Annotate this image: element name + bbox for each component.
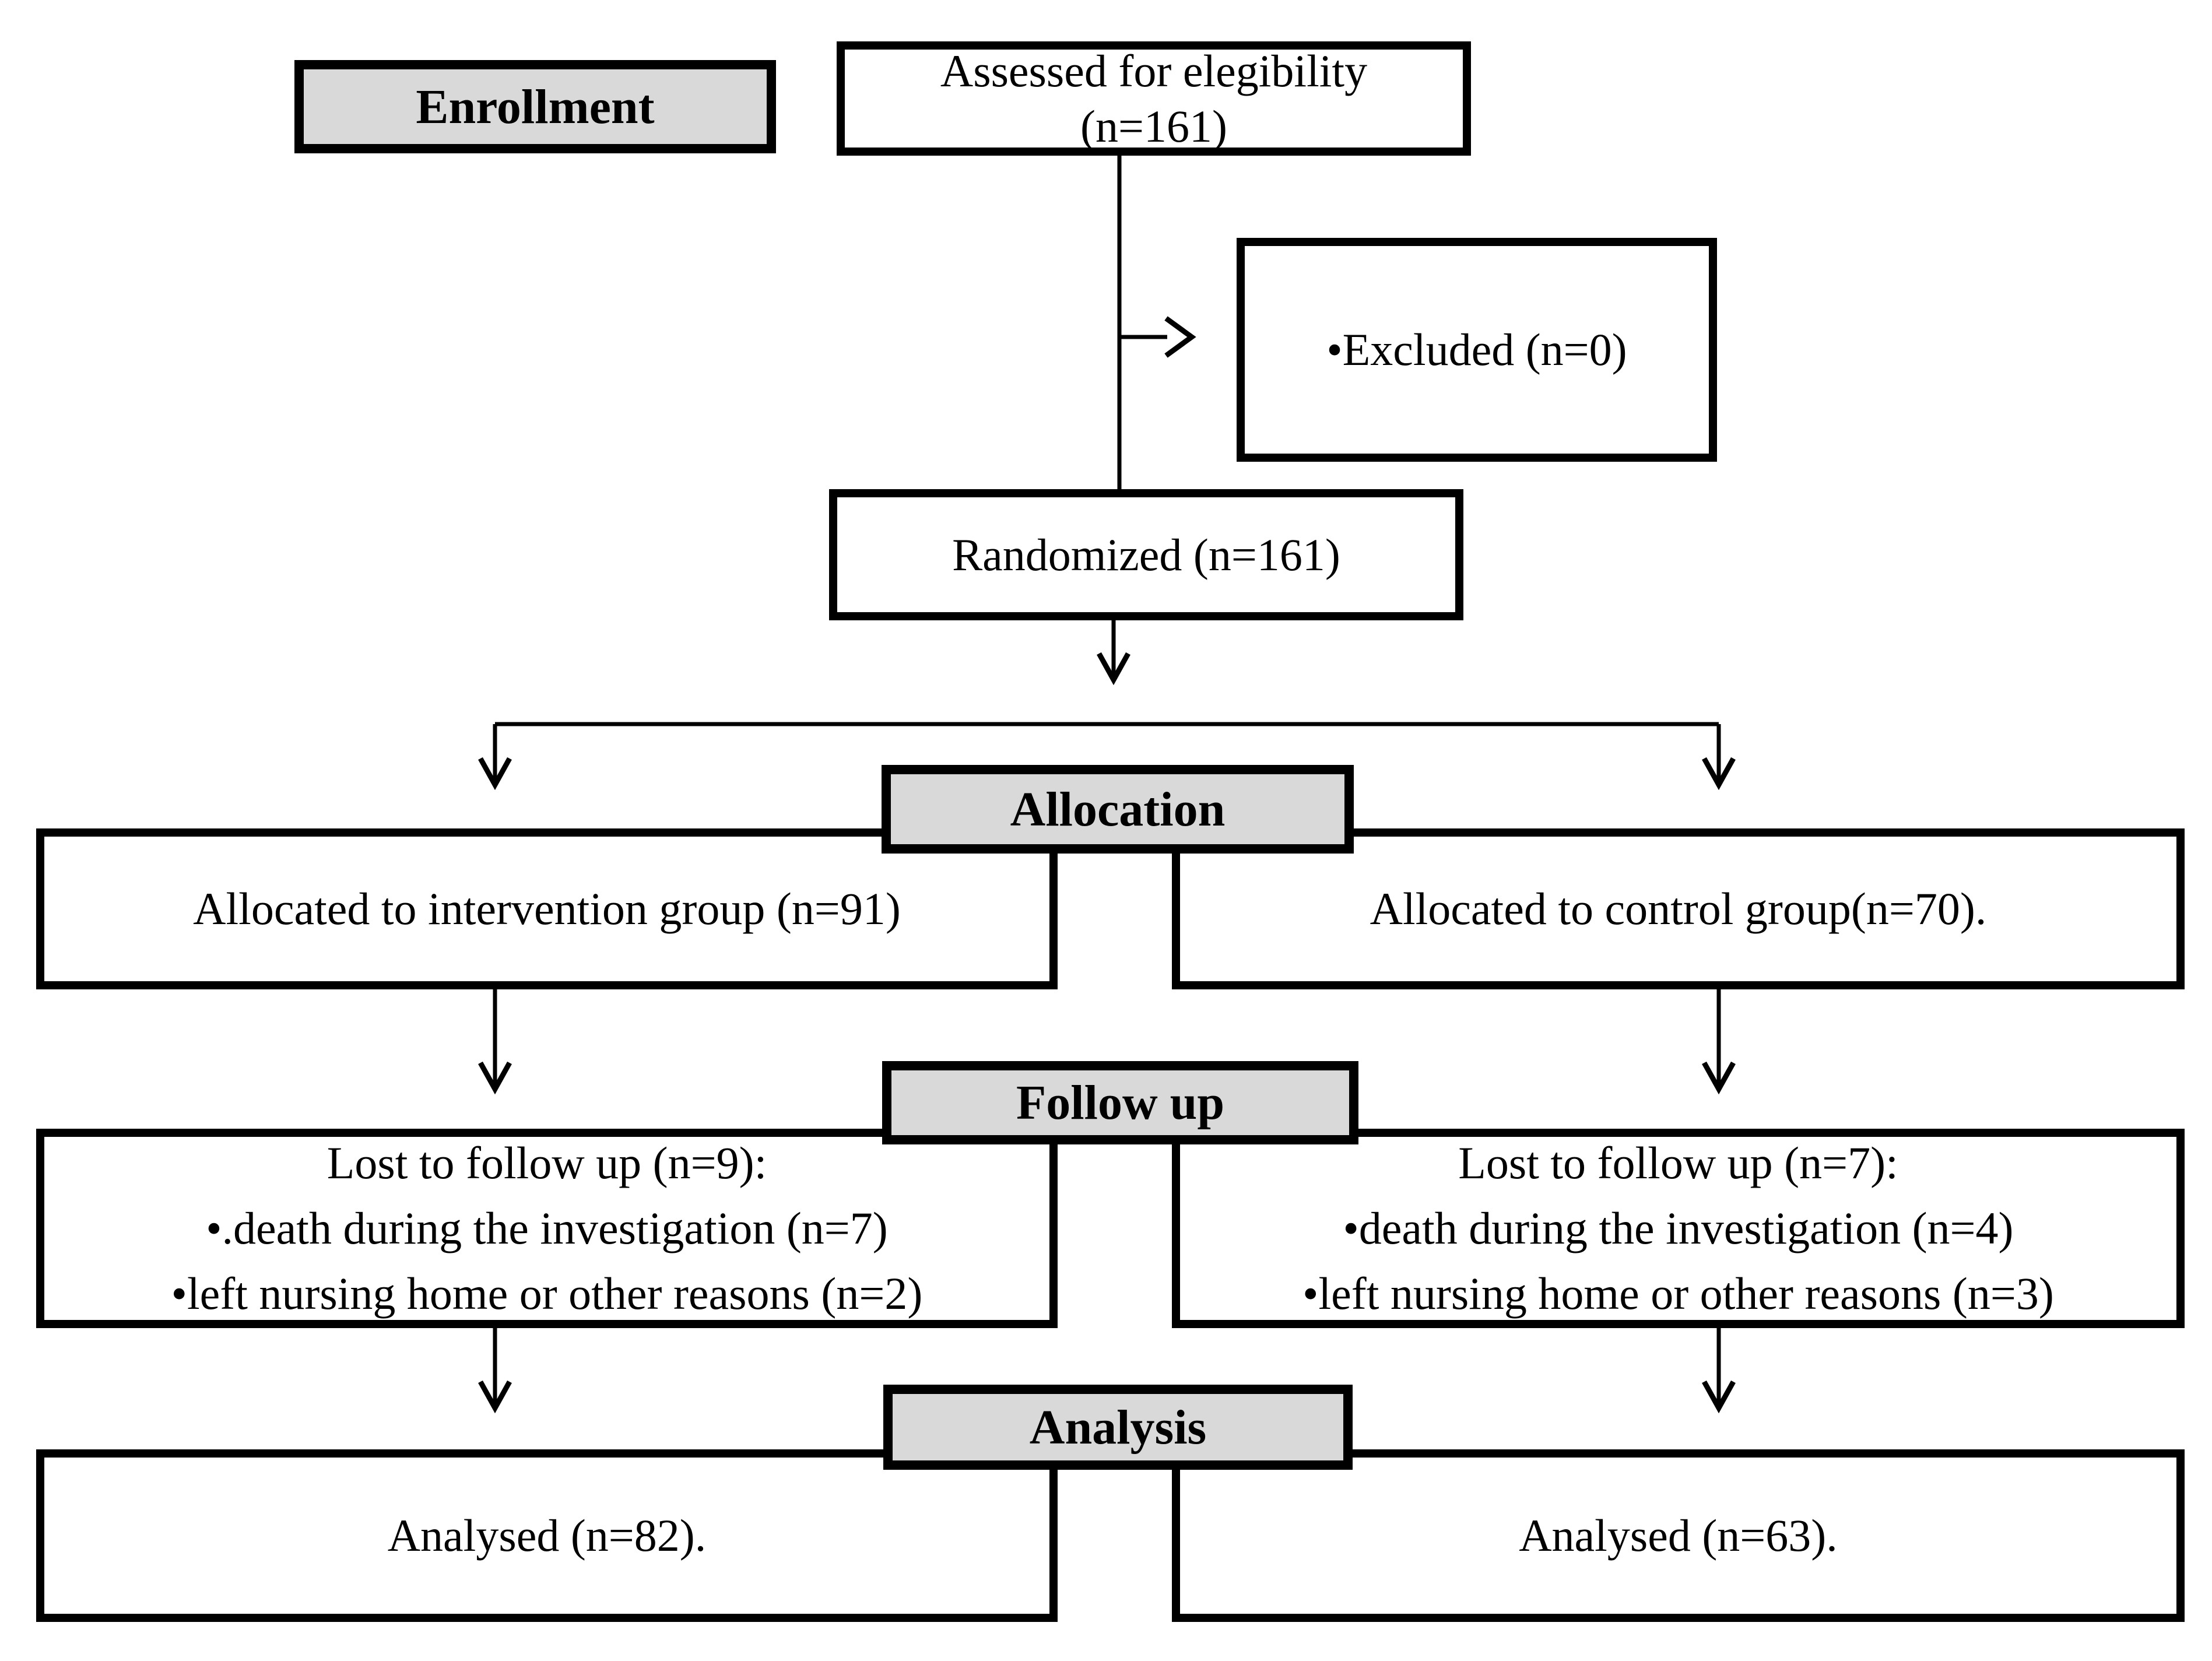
arrowhead-branch-left <box>478 757 512 791</box>
excluded-box: •Excluded (n=0) <box>1237 238 1717 462</box>
arrowhead-branch-right <box>1702 757 1736 791</box>
allocation-label-text: Allocation <box>1010 782 1226 837</box>
excluded-text-line: •Excluded (n=0) <box>1326 324 1627 375</box>
analysed-intervention-text-line: Analysed (n=82). <box>387 1510 707 1561</box>
analysis-label-text: Analysis <box>1029 1400 1207 1455</box>
lost-followup-intervention-box: Lost to follow up (n=9): •.death during … <box>36 1129 1058 1328</box>
stage-label-allocation: Allocation <box>882 765 1354 854</box>
analysed-intervention-box: Analysed (n=82). <box>36 1449 1058 1622</box>
randomized-box: Randomized (n=161) <box>829 489 1463 620</box>
enrollment-label-text: Enrollment <box>416 79 655 134</box>
arrowhead-fu-left <box>478 1380 512 1414</box>
assessed-box: Assessed for elegibility (n=161) <box>837 41 1471 156</box>
randomized-text-line: Randomized (n=161) <box>952 529 1340 580</box>
assessed-text-line: Assessed for elegibility <box>940 45 1368 96</box>
stage-label-enrollment: Enrollment <box>294 60 776 153</box>
assessed-n-line: (n=161) <box>1080 101 1227 152</box>
fu-intervention-header-line: Lost to follow up (n=9): <box>326 1137 767 1188</box>
fu-control-header-line: Lost to follow up (n=7): <box>1458 1137 1898 1188</box>
followup-label-text: Follow up <box>1016 1076 1225 1130</box>
fu-intervention-death-line: •.death during the investigation (n=7) <box>206 1203 888 1253</box>
allocated-control-box: Allocated to control group(n=70). <box>1172 828 2185 989</box>
stage-label-analysis: Analysis <box>883 1385 1353 1470</box>
arrowhead-randomized-down <box>1097 652 1130 686</box>
stage-label-followup: Follow up <box>882 1061 1358 1144</box>
allocated-intervention-text-line: Allocated to intervention group (n=91) <box>193 883 901 934</box>
arrowhead-alloc-left <box>478 1061 512 1095</box>
analysed-control-box: Analysed (n=63). <box>1172 1449 2185 1622</box>
arrowhead-fu-right <box>1702 1380 1736 1414</box>
fu-control-death-line: •death during the investigation (n=4) <box>1343 1203 2014 1253</box>
fu-control-left-line: •left nursing home or other reasons (n=3… <box>1302 1268 2054 1319</box>
arrowhead-excluded-right <box>1164 316 1196 358</box>
analysed-control-text-line: Analysed (n=63). <box>1519 1510 1838 1561</box>
fu-intervention-left-line: •left nursing home or other reasons (n=2… <box>171 1268 923 1319</box>
allocated-intervention-box: Allocated to intervention group (n=91) <box>36 828 1058 989</box>
lost-followup-control-box: Lost to follow up (n=7): •death during t… <box>1172 1129 2185 1328</box>
arrowhead-alloc-right <box>1702 1061 1736 1095</box>
allocated-control-text-line: Allocated to control group(n=70). <box>1370 883 1987 934</box>
